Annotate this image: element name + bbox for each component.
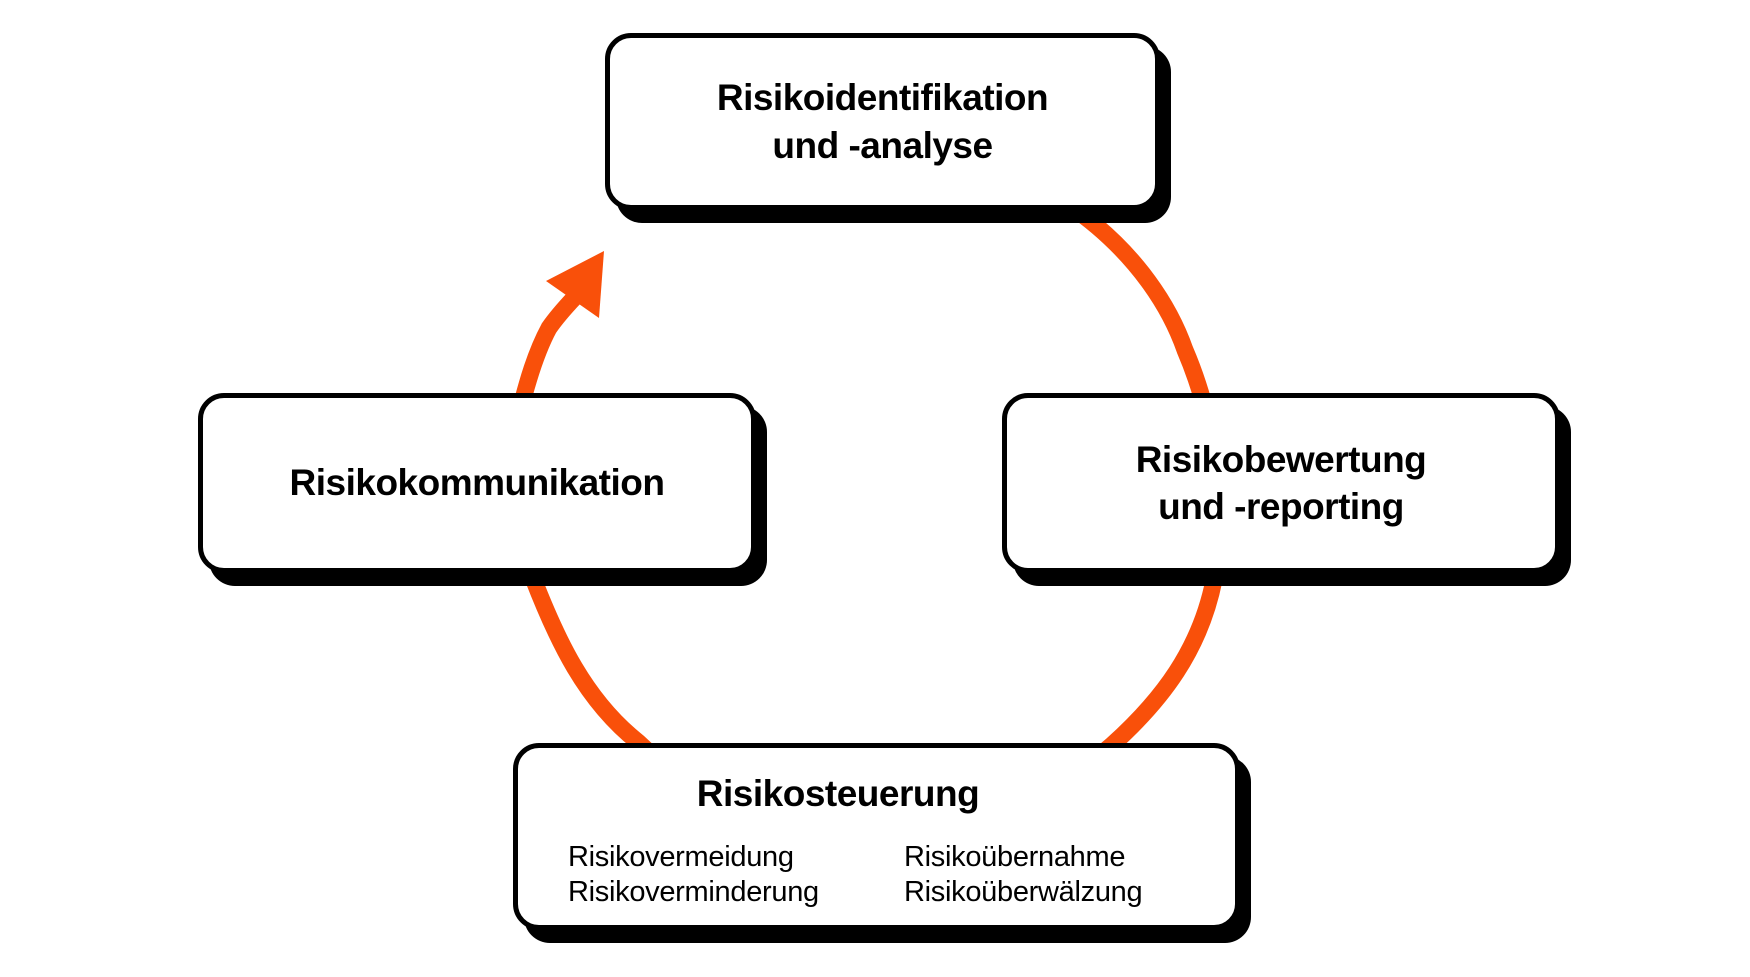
node-label-line: Risikobewertung bbox=[1135, 438, 1427, 480]
node-title: Risikosteuerung bbox=[696, 773, 980, 814]
node-label-line: Risikoidentifikation bbox=[716, 77, 1049, 119]
node-risikosteuerung: Risikosteuerung Risikovermeidung Risikoü… bbox=[513, 743, 1240, 930]
steuerung-items: Risikovermeidung Risikoübernahme Risikov… bbox=[568, 840, 1143, 909]
steuerung-item: Risikoverminderung bbox=[568, 875, 819, 908]
steuerung-item: Risikoüberwälzung bbox=[904, 875, 1143, 908]
node-label-line: und -analyse bbox=[772, 124, 993, 166]
node-label-line: Risikokommunikation bbox=[289, 462, 665, 504]
steuerung-item: Risikovermeidung bbox=[568, 840, 794, 873]
node-risikobewertung: Risikobewertung und -reporting bbox=[1002, 393, 1560, 573]
node-label-line: und -reporting bbox=[1158, 486, 1404, 527]
node-risikoidentifikation: Risikoidentifikation und -analyse bbox=[605, 33, 1160, 210]
node-risikokommunikation: Risikokommunikation bbox=[198, 393, 756, 573]
cycle-arrow-head-icon bbox=[546, 251, 604, 318]
steuerung-item: Risikoübernahme bbox=[904, 840, 1126, 873]
